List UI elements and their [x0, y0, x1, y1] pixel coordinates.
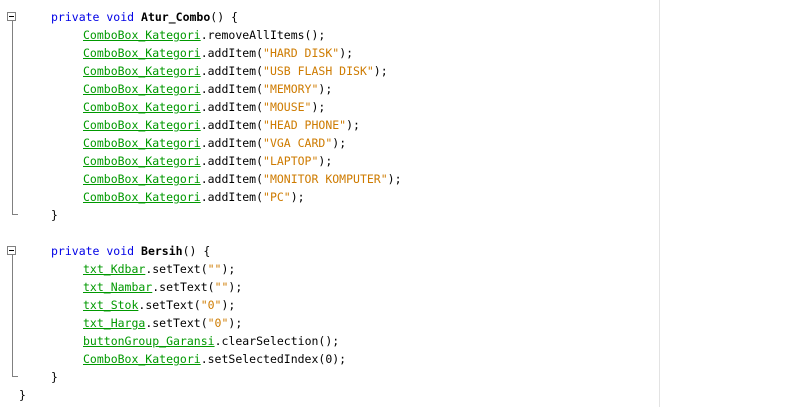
field-reference: ComboBox_Kategori: [83, 352, 201, 366]
code-line-add-item[interactable]: ComboBox_Kategori.addItem("MEMORY");: [83, 80, 332, 98]
field-reference: txt_Harga: [83, 316, 146, 330]
call-end: );: [373, 64, 388, 78]
call-end: );: [318, 154, 333, 168]
field-reference: ComboBox_Kategori: [83, 190, 201, 204]
field-reference: ComboBox_Kategori: [83, 46, 201, 60]
method-params: () {: [182, 244, 211, 258]
method-call: .addItem(: [200, 172, 264, 186]
field-reference: ComboBox_Kategori: [83, 118, 201, 132]
method-call: .removeAllItems();: [200, 28, 326, 42]
fold-guide-line: [12, 21, 13, 214]
call-end: );: [290, 190, 305, 204]
fold-end-marker: [12, 376, 18, 377]
call-end: );: [332, 136, 347, 150]
call-end: );: [221, 262, 236, 276]
class-closing-brace: }: [19, 388, 26, 402]
method-name: Bersih: [141, 244, 183, 258]
code-line-reset[interactable]: txt_Nambar.setText("");: [83, 278, 242, 296]
fold-end-marker: [12, 214, 18, 215]
code-line-reset[interactable]: buttonGroup_Garansi.clearSelection();: [83, 332, 339, 350]
method-call: .addItem(: [200, 46, 264, 60]
right-margin-guide: [659, 0, 660, 407]
fold-collapse-icon[interactable]: [7, 12, 16, 21]
method-name: Atur_Combo: [141, 10, 211, 24]
string-literal: "HEAD PHONE": [263, 118, 347, 132]
field-reference: ComboBox_Kategori: [83, 172, 201, 186]
field-reference: ComboBox_Kategori: [83, 100, 201, 114]
field-reference: ComboBox_Kategori: [83, 64, 201, 78]
code-line-reset[interactable]: txt_Harga.setText("0");: [83, 314, 242, 332]
string-literal: "0": [200, 298, 222, 312]
call-end: );: [346, 118, 360, 132]
field-reference: txt_Kdbar: [83, 262, 146, 276]
call-end: );: [311, 100, 326, 114]
method-call: .addItem(: [200, 190, 264, 204]
code-line-add-item[interactable]: ComboBox_Kategori.addItem("MOUSE");: [83, 98, 325, 116]
call-end: );: [221, 298, 236, 312]
code-line-add-item[interactable]: ComboBox_Kategori.addItem("HARD DISK");: [83, 44, 353, 62]
fold-guide-line: [12, 255, 13, 376]
code-line-add-item[interactable]: ComboBox_Kategori.addItem("PC");: [83, 188, 305, 206]
method-call: .setText(: [145, 316, 208, 330]
method-call: .setText(: [145, 262, 208, 276]
call-end: );: [387, 172, 402, 186]
method-call: .setSelectedIndex(0);: [200, 352, 347, 366]
field-reference: ComboBox_Kategori: [83, 82, 201, 96]
closing-brace: }: [51, 370, 58, 384]
code-line-add-item[interactable]: ComboBox_Kategori.addItem("MONITOR KOMPU…: [83, 170, 402, 188]
method-modifiers: private void: [51, 244, 135, 258]
string-literal: "0": [207, 316, 229, 330]
method-call: .addItem(: [200, 82, 264, 96]
method-call: .setText(: [152, 280, 215, 294]
method-params: () {: [210, 10, 238, 24]
method-signature-bersih[interactable]: private void Bersih() {: [51, 242, 210, 260]
code-line-add-item[interactable]: ComboBox_Kategori.addItem("LAPTOP");: [83, 152, 332, 170]
fold-collapse-icon[interactable]: [7, 246, 16, 255]
method-call: .addItem(: [200, 100, 264, 114]
string-literal: "": [214, 280, 229, 294]
string-literal: "": [207, 262, 222, 276]
method-call: .clearSelection();: [214, 334, 340, 348]
code-line-add-item[interactable]: ComboBox_Kategori.addItem("HEAD PHONE");: [83, 116, 360, 134]
method-call: .setText(: [138, 298, 201, 312]
code-line-reset[interactable]: txt_Stok.setText("0");: [83, 296, 235, 314]
string-literal: "MONITOR KOMPUTER": [263, 172, 388, 186]
field-reference: txt_Stok: [83, 298, 139, 312]
code-line-remove-all[interactable]: ComboBox_Kategori.removeAllItems();: [83, 26, 325, 44]
field-reference: ComboBox_Kategori: [83, 154, 201, 168]
code-line-add-item[interactable]: ComboBox_Kategori.addItem("VGA CARD");: [83, 134, 346, 152]
method-call: .addItem(: [200, 154, 264, 168]
call-end: );: [339, 46, 354, 60]
string-literal: "LAPTOP": [263, 154, 319, 168]
closing-brace: }: [51, 208, 58, 222]
method-call: .addItem(: [200, 136, 264, 150]
method-signature-atur-combo[interactable]: private void Atur_Combo() {: [51, 8, 238, 26]
field-reference: ComboBox_Kategori: [83, 136, 201, 150]
call-end: );: [318, 82, 333, 96]
code-line-add-item[interactable]: ComboBox_Kategori.addItem("USB FLASH DIS…: [83, 62, 388, 80]
code-line-reset[interactable]: ComboBox_Kategori.setSelectedIndex(0);: [83, 350, 346, 368]
field-reference: ComboBox_Kategori: [83, 28, 201, 42]
field-reference: buttonGroup_Garansi: [83, 334, 215, 348]
call-end: );: [228, 280, 243, 294]
code-line-reset[interactable]: txt_Kdbar.setText("");: [83, 260, 235, 278]
method-modifiers: private void: [51, 10, 135, 24]
string-literal: "MOUSE": [263, 100, 312, 114]
string-literal: "HARD DISK": [263, 46, 340, 60]
string-literal: "USB FLASH DISK": [263, 64, 374, 78]
method-call: .addItem(: [200, 64, 264, 78]
field-reference: txt_Nambar: [83, 280, 153, 294]
string-literal: "MEMORY": [263, 82, 319, 96]
string-literal: "PC": [263, 190, 291, 204]
string-literal: "VGA CARD": [263, 136, 333, 150]
call-end: );: [228, 316, 243, 330]
method-call: .addItem(: [200, 118, 264, 132]
